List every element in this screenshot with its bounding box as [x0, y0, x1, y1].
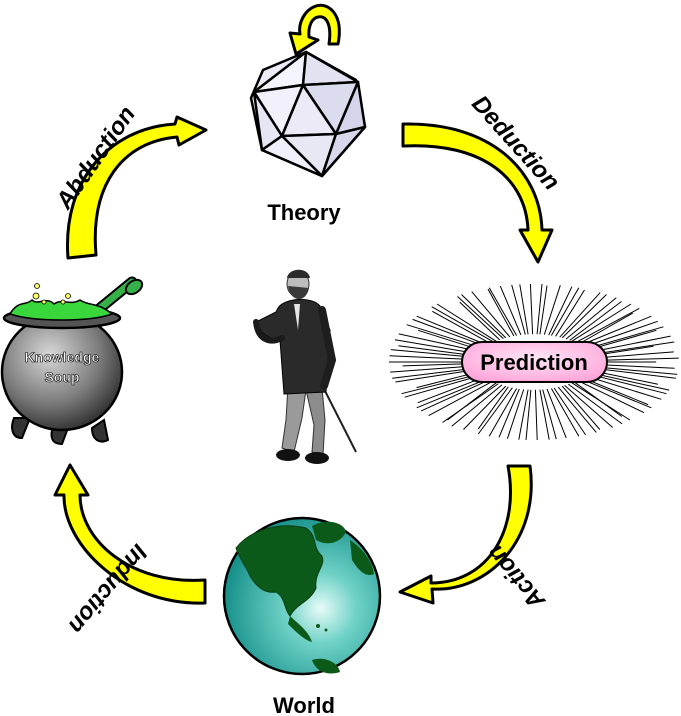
theory-label: Theory: [267, 200, 341, 225]
starburst-ray: [431, 306, 495, 343]
starburst-ray: [525, 389, 532, 440]
starburst-ray: [576, 379, 645, 414]
starburst-ray: [463, 385, 507, 430]
starburst-ray: [561, 385, 601, 430]
starburst-ray: [451, 384, 503, 427]
starburst-ray: [511, 284, 526, 335]
starburst-ray: [565, 297, 617, 340]
starburst-ray: [550, 388, 580, 437]
starburst-ray: [416, 315, 489, 347]
starburst-ray: [559, 292, 601, 338]
starburst-ray: [477, 386, 509, 430]
action-arrow: [398, 464, 533, 605]
portrait-figure: [253, 269, 357, 464]
starburst-ray: [412, 318, 487, 348]
starburst-ray: [461, 294, 507, 339]
starburst-ray: [499, 285, 522, 336]
starburst-ray: [534, 389, 538, 441]
starburst-ray: [577, 312, 634, 345]
starburst-ray: [539, 285, 548, 335]
starburst-ray: [561, 294, 607, 339]
starburst-ray: [542, 389, 557, 440]
starburst-ray: [506, 389, 525, 439]
starburst-ray: [420, 379, 491, 412]
starburst-ray: [543, 285, 561, 335]
starburst-ray: [546, 388, 567, 439]
starburst-ray: [457, 296, 504, 339]
starburst-ray: [432, 310, 492, 345]
starburst-ray: [571, 303, 632, 342]
starburst-ray: [488, 388, 518, 437]
induction-arrow: [53, 463, 207, 605]
starburst-ray: [459, 301, 501, 341]
starburst-ray: [539, 389, 550, 440]
prediction-label: Prediction: [480, 350, 588, 375]
prediction-node: [461, 341, 608, 383]
world-label: World: [273, 693, 335, 716]
starburst-ray: [471, 291, 511, 338]
cauldron-icon: [0, 276, 144, 446]
action-label: Action: [482, 540, 551, 615]
starburst-ray: [548, 286, 573, 336]
starburst-ray: [564, 385, 614, 428]
starburst-ray: [536, 284, 543, 335]
starburst-ray: [529, 283, 534, 335]
self-loop-arrow: [288, 3, 341, 56]
soup-label-line2: Soup: [45, 369, 80, 385]
starburst-ray: [553, 387, 587, 436]
starburst-ray: [568, 383, 623, 425]
globe-icon: [222, 516, 382, 676]
starburst-ray: [518, 389, 529, 440]
icosahedron-icon: [249, 50, 367, 178]
starburst-ray: [477, 387, 513, 435]
starburst-ray: [579, 377, 652, 409]
starburst-ray: [488, 287, 518, 336]
starburst-ray: [557, 386, 597, 433]
starburst-ray: [436, 303, 497, 342]
starburst-ray: [569, 301, 622, 341]
soup-label-line1: Knowledge: [25, 349, 100, 365]
starburst-ray: [574, 307, 640, 344]
starburst-ray: [579, 315, 652, 347]
deduction-arrow: [401, 122, 554, 264]
starburst-ray: [416, 377, 489, 409]
starburst-ray: [498, 388, 520, 438]
starburst-ray: [550, 287, 580, 336]
starburst-ray: [519, 284, 529, 335]
starburst-ray: [555, 289, 585, 337]
starburst-ray: [428, 380, 494, 417]
abduction-arrow: [66, 115, 208, 260]
starburst-ray: [571, 382, 631, 421]
starburst-ray: [487, 288, 515, 337]
starburst-ray: [447, 382, 497, 421]
